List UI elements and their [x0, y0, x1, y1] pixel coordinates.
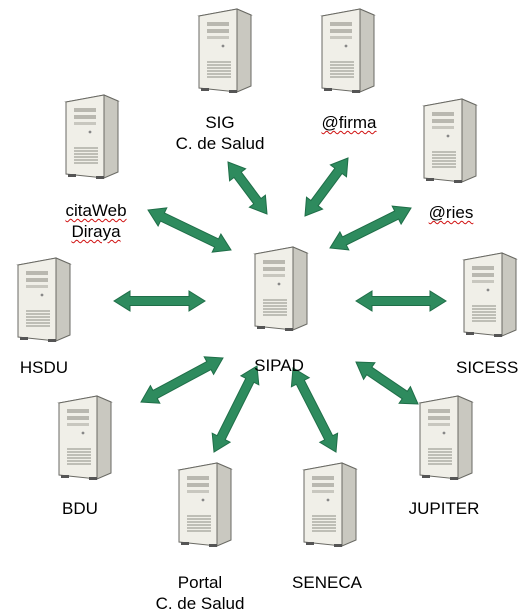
server-icon-portal — [173, 460, 235, 548]
arrow-firma — [304, 157, 349, 217]
node-label-line: SICESS — [456, 358, 519, 377]
node-label-line: C. de Salud — [155, 594, 245, 613]
arrow-ries — [329, 205, 412, 251]
arrow-citaweb — [147, 207, 232, 253]
arrow-bdu — [140, 356, 224, 404]
node-label-line: Diraya — [71, 222, 121, 241]
server-icon-seneca — [298, 460, 360, 548]
node-label-line: Portal — [177, 573, 223, 592]
node-label-portal: Portal C. de Salud — [140, 572, 260, 614]
server-icon-sig — [193, 6, 255, 94]
server-icon-ries — [418, 96, 480, 184]
arrow-sicess — [355, 290, 447, 312]
node-label-line: @firma — [321, 113, 377, 132]
node-label-sig: SIG C. de Salud — [160, 112, 280, 154]
server-icon-sipad — [249, 244, 311, 332]
server-icon-sicess — [458, 250, 520, 338]
node-label-sicess: SICESS — [456, 357, 528, 378]
node-label-seneca: SENECA — [280, 572, 374, 593]
node-label-line: C. de Salud — [175, 134, 265, 153]
arrow-hsdu — [113, 290, 206, 312]
server-icon-jupiter — [414, 393, 476, 481]
server-icon-hsdu — [12, 255, 74, 343]
server-icon-firma — [316, 6, 378, 94]
node-label-sipad: SIPAD — [244, 355, 314, 376]
node-label-line: SIG — [205, 113, 235, 132]
node-label-firma: @firma — [304, 112, 394, 133]
node-label-line: SENECA — [292, 573, 362, 592]
node-label-line: citaWeb — [65, 201, 127, 220]
server-icon-citaweb — [60, 92, 122, 180]
node-label-hsdu: HSDU — [4, 357, 84, 378]
server-icon-bdu — [53, 393, 115, 481]
node-label-ries: @ries — [416, 202, 486, 223]
node-label-citaweb: citaWeb Diraya — [46, 200, 146, 242]
arrow-sig — [227, 161, 268, 215]
node-label-line: @ries — [428, 203, 474, 222]
node-label-jupiter: JUPITER — [398, 498, 490, 519]
node-label-line: BDU — [62, 499, 98, 518]
node-label-line: JUPITER — [408, 499, 480, 518]
arrow-seneca — [290, 367, 339, 453]
node-label-line: SIPAD — [254, 356, 304, 375]
arrow-jupiter — [355, 361, 419, 405]
node-label-line: HSDU — [19, 358, 69, 377]
arrow-portal — [211, 365, 260, 453]
node-label-bdu: BDU — [40, 498, 120, 519]
